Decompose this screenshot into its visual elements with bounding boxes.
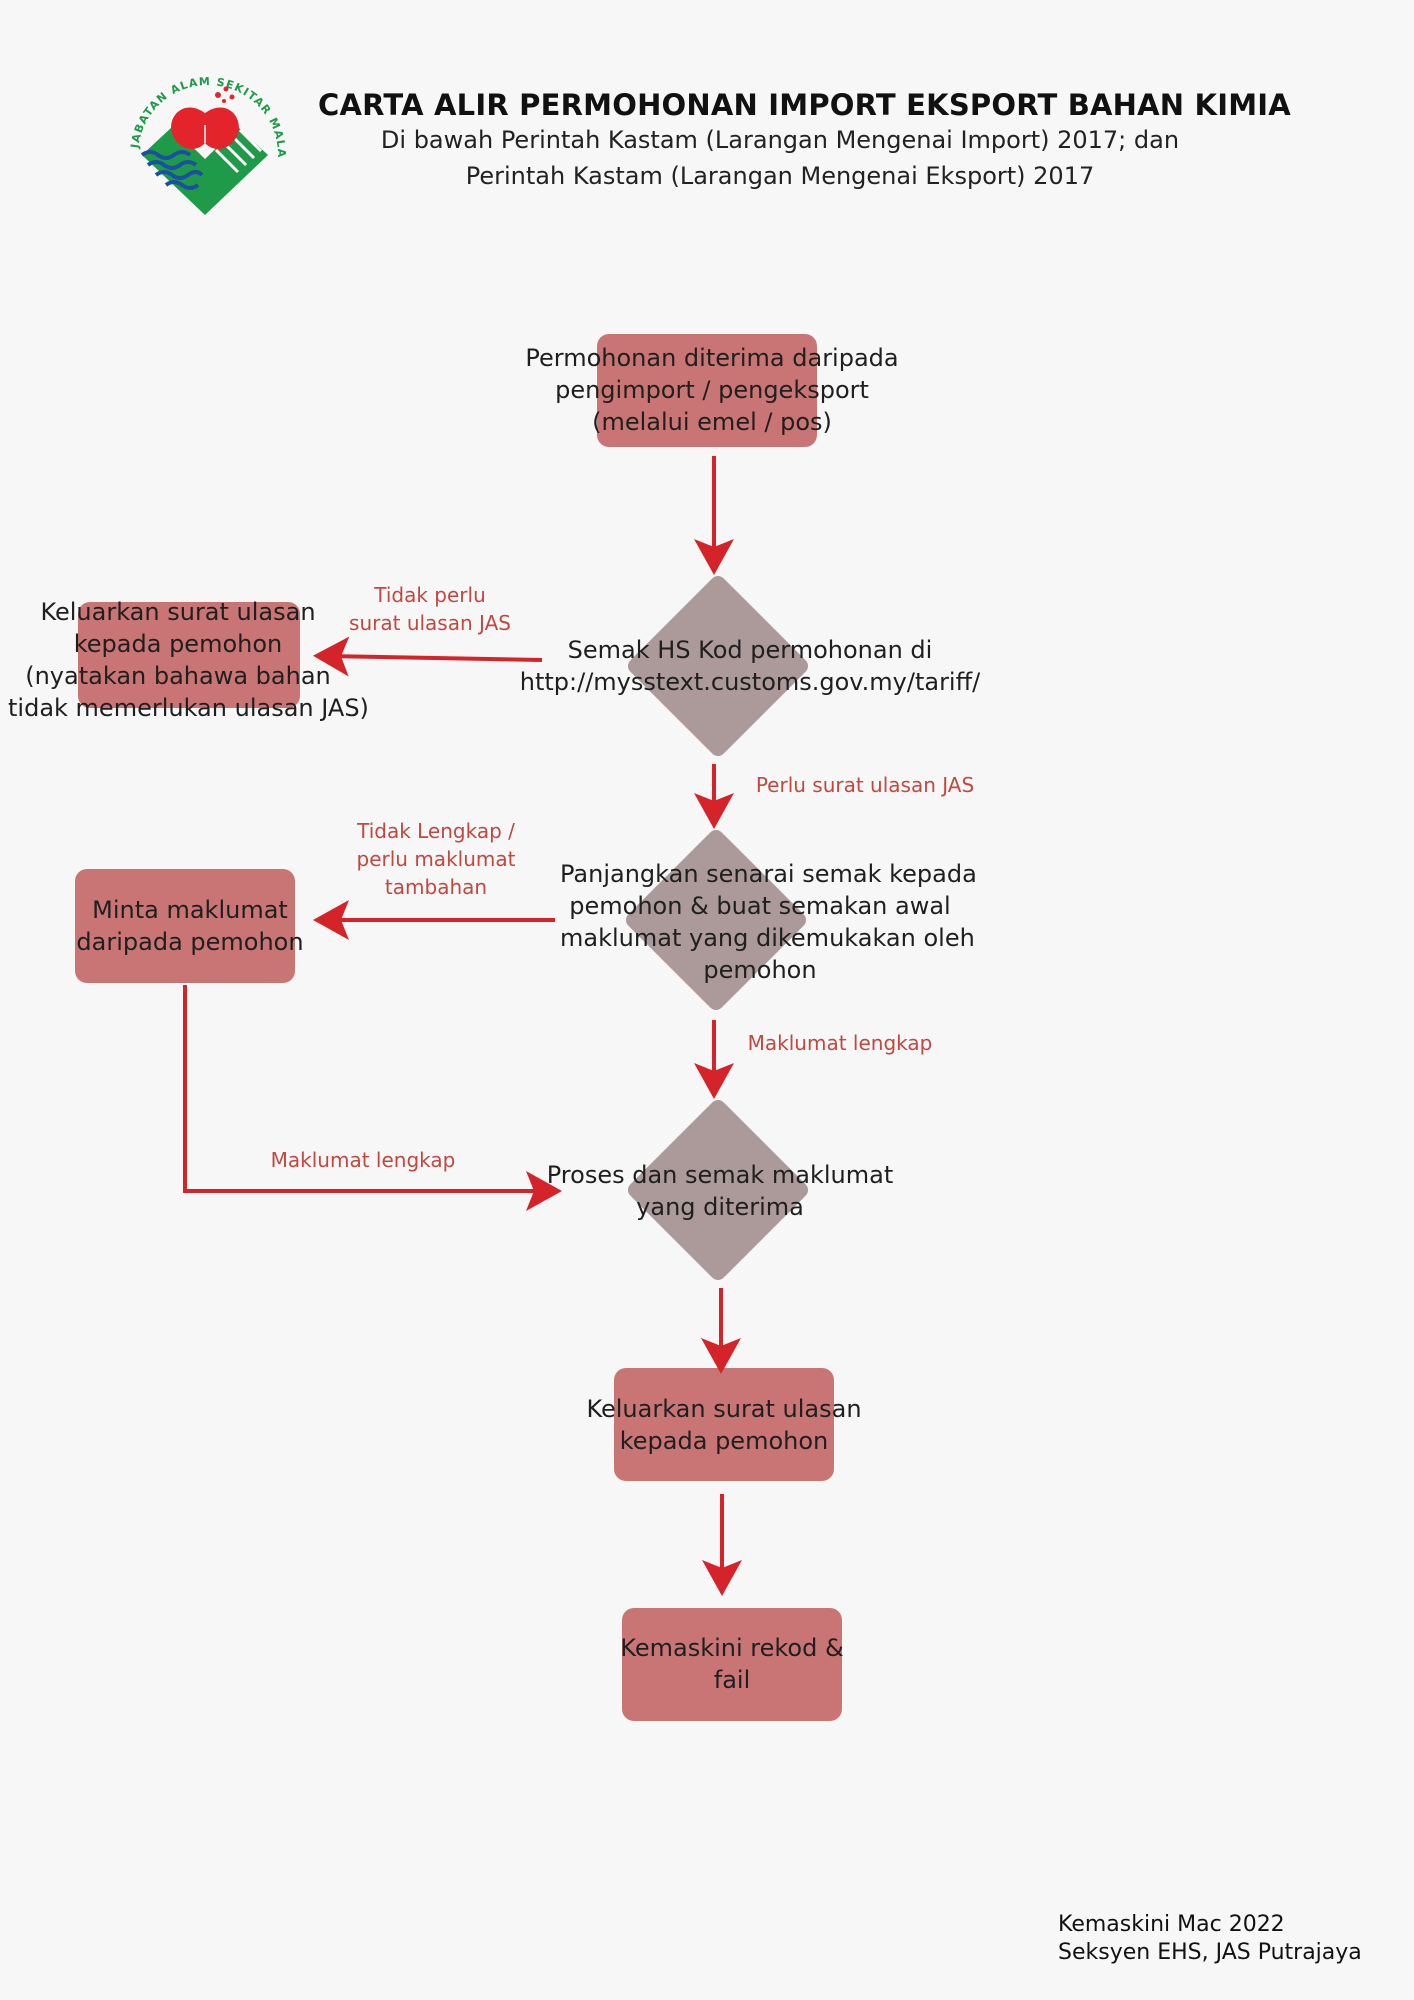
jas-logo-graphic: JABATAN ALAM SEKITAR MALAYSIA (114, 45, 287, 215)
footer-section: Seksyen EHS, JAS Putrajaya (1058, 1940, 1362, 1965)
footer-note: Kemaskini Mac 2022 Seksyen EHS, JAS Putr… (1058, 1911, 1362, 1967)
node-process-line: Proses dan semak maklumat (546, 1161, 894, 1189)
node-check-hs-text: Semak HS Kod permohonan di http://mysste… (500, 634, 1000, 698)
node-issue-no-review-line: tidak memerlukan ulasan JAS) (8, 694, 369, 722)
label-need-review-line: Perlu surat ulasan JAS (755, 773, 975, 797)
node-request-info-line: daripada pemohon (76, 928, 304, 956)
label-no-review: Tidak perlu surat ulasan JAS (330, 581, 530, 637)
node-update-line: fail (713, 1666, 751, 1694)
node-process-line: yang diterima (636, 1193, 804, 1221)
label-complete-down: Maklumat lengkap (740, 1029, 940, 1057)
node-issue-letter-text: Keluarkan surat ulasan kepada pemohon (574, 1393, 874, 1457)
node-update-line: Kemaskini rekod & (620, 1634, 844, 1662)
node-start-line: Permohonan diterima daripada (525, 344, 899, 372)
label-incomplete-line: Tidak Lengkap / (357, 819, 515, 843)
node-issue-no-review-text: Keluarkan surat ulasan kepada pemohon (n… (8, 596, 369, 724)
page-subtitle-line1: Di bawah Perintah Kastam (Larangan Menge… (380, 126, 1180, 154)
footer-updated: Kemaskini Mac 2022 (1058, 1912, 1285, 1937)
page-subtitle-line2: Perintah Kastam (Larangan Mengenai Ekspo… (465, 162, 1095, 190)
node-issue-letter-line: Keluarkan surat ulasan (586, 1395, 862, 1423)
label-no-review-line: Tidak perlu (374, 583, 486, 607)
label-incomplete-line: perlu maklumat (356, 847, 516, 871)
node-start-line: pengimport / pengeksport (555, 376, 869, 404)
page-title: CARTA ALIR PERMOHONAN IMPORT EKSPORT BAH… (318, 88, 1291, 122)
node-checklist-text: Panjangkan senarai semak kepada pemohon … (560, 858, 977, 986)
node-start-text: Permohonan diterima daripada pengimport … (512, 342, 912, 438)
label-need-review: Perlu surat ulasan JAS (750, 771, 980, 799)
node-checklist-line: pemohon & buat semakan awal (569, 892, 951, 920)
node-request-info-box (75, 869, 295, 983)
jas-logo: JABATAN ALAM SEKITAR MALAYSIA (114, 45, 290, 220)
node-issue-no-review-box (78, 602, 300, 708)
label-complete-down-line: Maklumat lengkap (747, 1031, 933, 1055)
node-issue-no-review-line: (nyatakan bahawa bahan (25, 662, 331, 690)
label-complete-left: Maklumat lengkap (263, 1146, 463, 1174)
node-issue-letter-line: kepada pemohon (619, 1427, 829, 1455)
node-issue-no-review-line: Keluarkan surat ulasan (40, 598, 316, 626)
node-check-hs-line: http://mysstext.customs.gov.my/tariff/ (519, 668, 981, 696)
node-issue-no-review-line: kepada pemohon (73, 630, 283, 658)
label-complete-left-line: Maklumat lengkap (270, 1148, 456, 1172)
node-issue-letter-box (614, 1368, 834, 1481)
label-no-review-line: surat ulasan JAS (349, 611, 511, 635)
node-checklist-line: maklumat yang dikemukakan oleh (560, 924, 975, 952)
node-request-info-text: Minta maklumat daripada pemohon (55, 894, 325, 958)
arrow-check-to-no-review (313, 636, 543, 677)
node-checklist-line: Panjangkan senarai semak kepada (560, 860, 977, 888)
label-incomplete-line: tambahan (384, 875, 488, 899)
node-start-line: (melalui emel / pos) (592, 408, 832, 436)
node-process-text: Proses dan semak maklumat yang diterima (540, 1159, 900, 1223)
node-update-box (622, 1608, 842, 1721)
node-update-text: Kemaskini rekod & fail (582, 1632, 882, 1696)
node-start-box (597, 334, 817, 447)
arrow-request-to-process (183, 985, 562, 1211)
node-check-hs-line: Semak HS Kod permohonan di (567, 636, 933, 664)
node-request-info-line: Minta maklumat (92, 896, 288, 924)
node-checklist-line: pemohon (703, 956, 817, 984)
label-incomplete: Tidak Lengkap / perlu maklumat tambahan (336, 817, 536, 901)
